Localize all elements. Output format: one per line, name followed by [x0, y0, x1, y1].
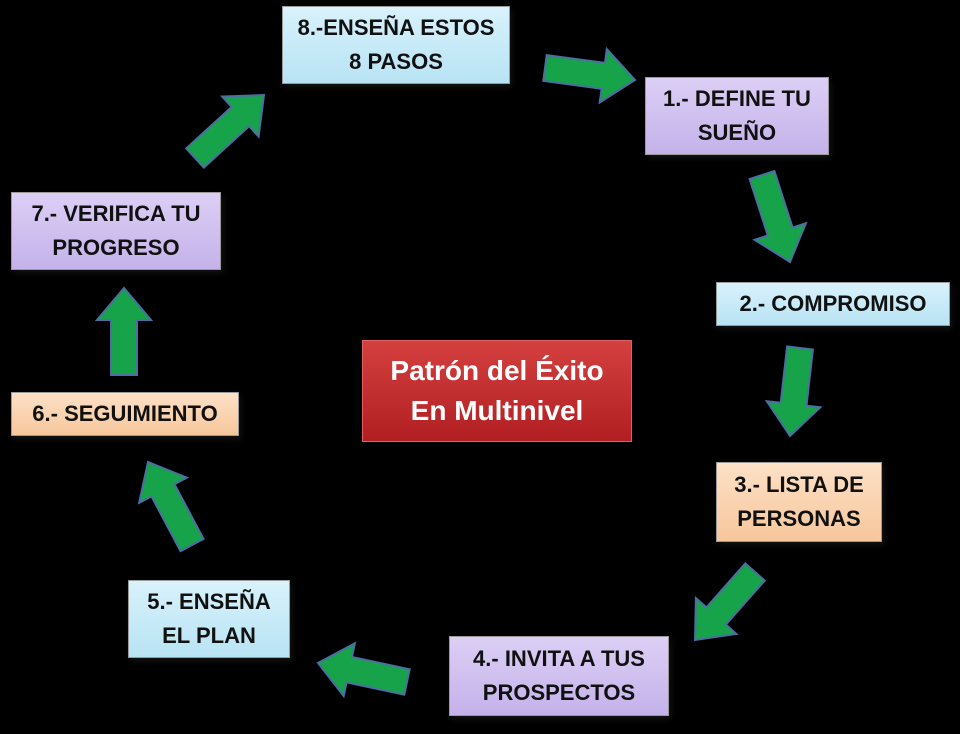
step-6-follow-up: 6.- SEGUIMIENTO — [11, 392, 239, 436]
arrow-7-to-8 — [184, 93, 266, 170]
step-1-define-dream: 1.- DEFINE TU SUEÑO — [645, 77, 829, 155]
arrow-4-to-5 — [316, 641, 411, 699]
diagram-title: Patrón del Éxito En Multinivel — [362, 340, 632, 442]
step-7-verify-progress: 7.- VERIFICA TU PROGRESO — [11, 192, 221, 270]
step-4-invite-prospects: 4.- INVITA A TUS PROSPECTOS — [449, 636, 669, 716]
arrow-6-to-7 — [94, 286, 154, 376]
arrow-2-to-3 — [764, 345, 823, 438]
step-5-teach-plan: 5.- ENSEÑA EL PLAN — [128, 580, 290, 658]
arrow-3-to-4 — [693, 561, 767, 642]
step-2-commitment: 2.- COMPROMISO — [716, 282, 950, 326]
arrow-8-to-1 — [542, 46, 637, 105]
step-3-people-list: 3.- LISTA DE PERSONAS — [716, 462, 882, 542]
arrow-1-to-2 — [748, 169, 808, 264]
arrow-5-to-6 — [137, 460, 205, 553]
step-8-teach-steps: 8.-ENSEÑA ESTOS 8 PASOS — [282, 6, 510, 84]
